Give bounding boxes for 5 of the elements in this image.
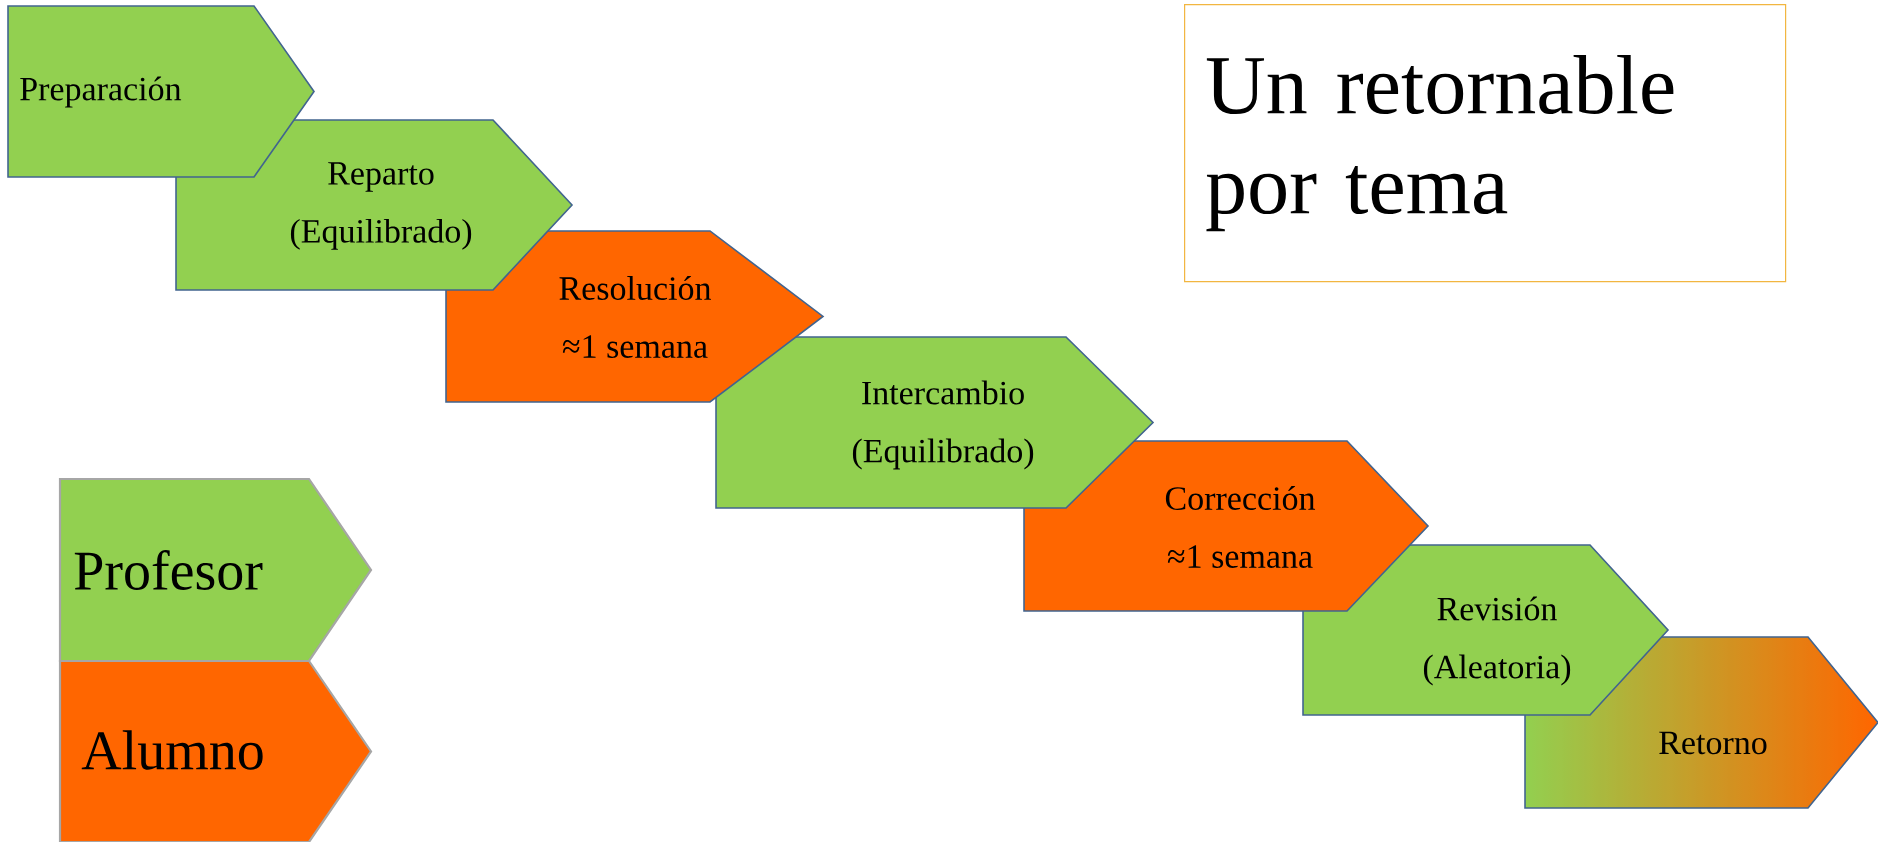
title-box: Un retornable por tema <box>1184 4 1787 283</box>
legend-label: Alumno <box>81 730 263 770</box>
process-step: Intercambio (Equilibrado) <box>715 336 1155 509</box>
process-step: Preparación <box>7 5 315 178</box>
legend-label: Profesor <box>74 550 263 590</box>
